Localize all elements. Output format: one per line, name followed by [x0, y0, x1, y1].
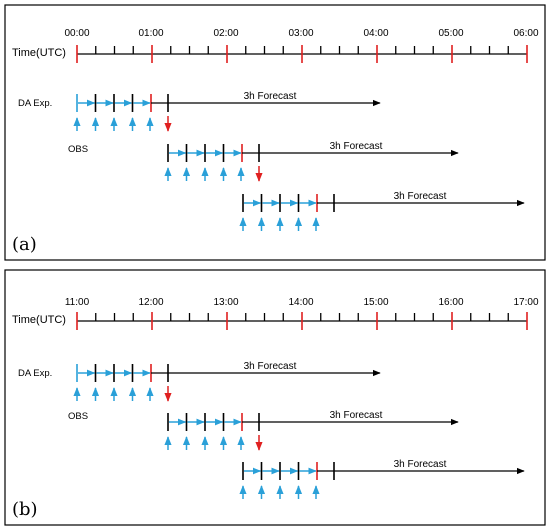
time-axis — [76, 312, 528, 330]
da-cycle-3: 3h Forecast — [239, 191, 525, 231]
forecast-label: 3h Forecast — [330, 141, 383, 152]
hour-label: 03:00 — [288, 28, 313, 39]
obs-label: OBS — [68, 144, 88, 155]
panel-a: (a) Time(UTC) 00:00 01:00 02:00 03:00 04… — [4, 4, 546, 261]
time-axis-label: Time(UTC) — [12, 47, 66, 59]
hour-label: 15:00 — [363, 297, 388, 308]
forecast-label: 3h Forecast — [394, 191, 447, 202]
hour-label: 04:00 — [363, 28, 388, 39]
hour-label: 17:00 — [513, 297, 538, 308]
da-exp-label: DA Exp. — [18, 368, 52, 379]
time-axis — [76, 45, 528, 63]
hour-label: 16:00 — [438, 297, 463, 308]
forecast-label: 3h Forecast — [244, 91, 297, 102]
hour-labels: 11:00 12:00 13:00 14:00 15:00 16:00 17:0… — [65, 297, 539, 308]
da-cycle-1: 3h Forecast — [73, 91, 381, 132]
forecast-label: 3h Forecast — [330, 410, 383, 421]
hour-labels: 00:00 01:00 02:00 03:00 04:00 05:00 06:0… — [64, 28, 538, 39]
da-cycle-2: 3h Forecast — [164, 141, 459, 182]
da-cycle-1: 3h Forecast — [73, 361, 381, 402]
hour-label: 00:00 — [64, 28, 89, 39]
hour-label: 06:00 — [513, 28, 538, 39]
time-axis-label: Time(UTC) — [12, 314, 66, 326]
hour-label: 13:00 — [213, 297, 238, 308]
panel-frame — [4, 269, 546, 526]
panel-b: (b) Time(UTC) 11:00 12:00 13:00 14:00 15… — [4, 269, 546, 526]
panel-frame — [4, 4, 546, 261]
hour-label: 14:00 — [288, 297, 313, 308]
forecast-label: 3h Forecast — [394, 459, 447, 470]
forecast-label: 3h Forecast — [244, 361, 297, 372]
panel-label: (b) — [12, 499, 38, 520]
da-cycle-3: 3h Forecast — [239, 459, 525, 499]
hour-label: 12:00 — [138, 297, 163, 308]
hour-label: 11:00 — [65, 297, 90, 308]
hour-label: 05:00 — [438, 28, 463, 39]
panel-label: (a) — [12, 234, 37, 255]
da-cycle-2: 3h Forecast — [164, 410, 459, 451]
da-exp-label: DA Exp. — [18, 98, 52, 109]
hour-label: 01:00 — [138, 28, 163, 39]
obs-label: OBS — [68, 411, 88, 422]
hour-label: 02:00 — [213, 28, 238, 39]
